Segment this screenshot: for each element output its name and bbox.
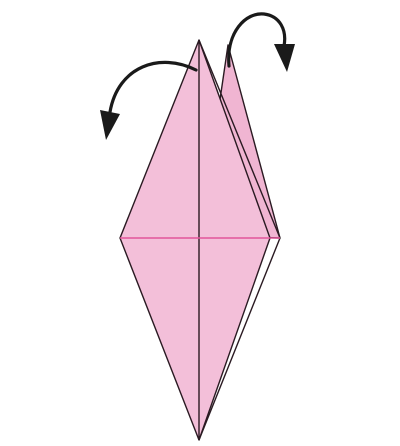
curved-arrow-right-icon [227,12,295,72]
flap-edge [198,39,281,239]
lower-right-edge [198,237,281,441]
curved-arrow-left-icon [100,60,198,140]
